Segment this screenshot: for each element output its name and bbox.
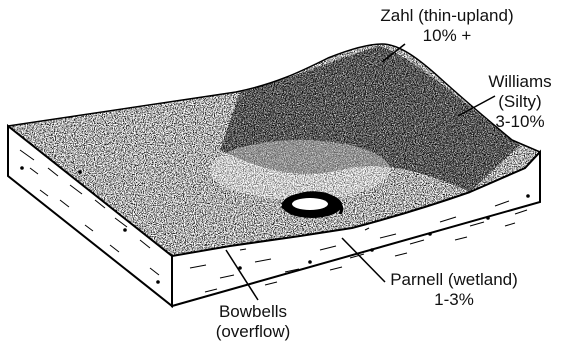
williams-label-line2: (Silty): [470, 92, 570, 112]
parnell-label: Parnell (wetland) 1-3%: [368, 270, 540, 310]
bowbells-label: Bowbells (overflow): [188, 302, 318, 342]
zahl-label: Zahl (thin-upland) 10% +: [362, 6, 532, 46]
parnell-label-line1: Parnell (wetland): [368, 270, 540, 290]
wetland-depression: [282, 192, 342, 218]
bowbells-label-line1: Bowbells: [188, 302, 318, 322]
williams-label: Williams (Silty) 3-10%: [470, 72, 570, 132]
zahl-label-line2: 10% +: [362, 26, 532, 46]
zahl-label-line1: Zahl (thin-upland): [362, 6, 532, 26]
williams-label-line1: Williams: [470, 72, 570, 92]
parnell-label-line2: 1-3%: [368, 290, 540, 310]
bowbells-label-line2: (overflow): [188, 322, 318, 342]
williams-label-line3: 3-10%: [470, 112, 570, 132]
